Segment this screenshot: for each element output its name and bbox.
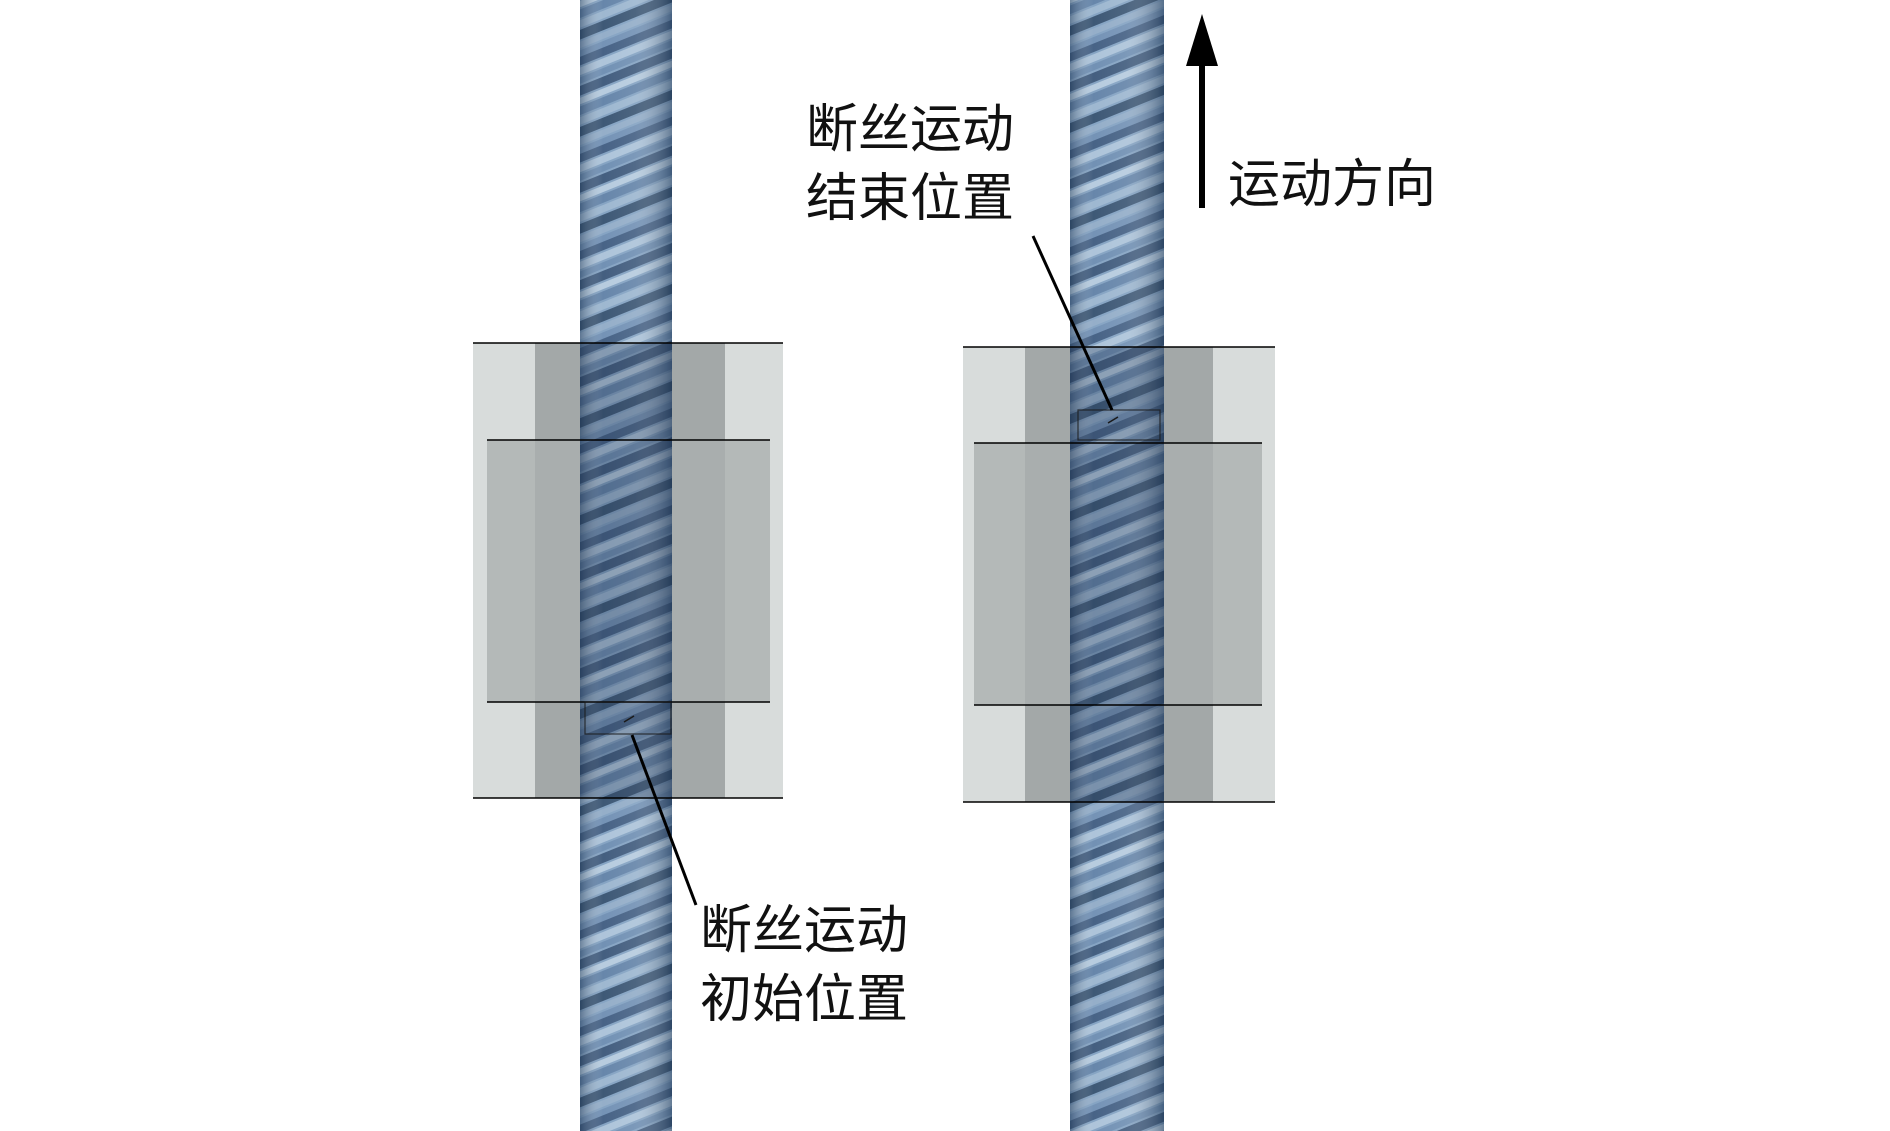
left-assembly: 断丝运动 初始位置 [473,0,908,1131]
arrow-up-icon [1186,14,1218,208]
end-leader-line [1031,235,1114,411]
right-wire-rope [1070,0,1164,1131]
start-label-line2: 初始位置 [700,970,908,1030]
right-assembly: 断丝运动 结束位置 [806,0,1275,1131]
start-label-line1: 断丝运动 [700,901,908,961]
left-wire-rope [580,0,672,1131]
broken-wire-end-marker [1077,409,1161,441]
direction-label: 运动方向 [1228,155,1436,215]
broken-wire-start-marker [584,701,672,735]
start-leader-line [630,734,698,906]
end-label-line1: 断丝运动 [806,100,1014,160]
end-label-line2: 结束位置 [806,169,1014,229]
